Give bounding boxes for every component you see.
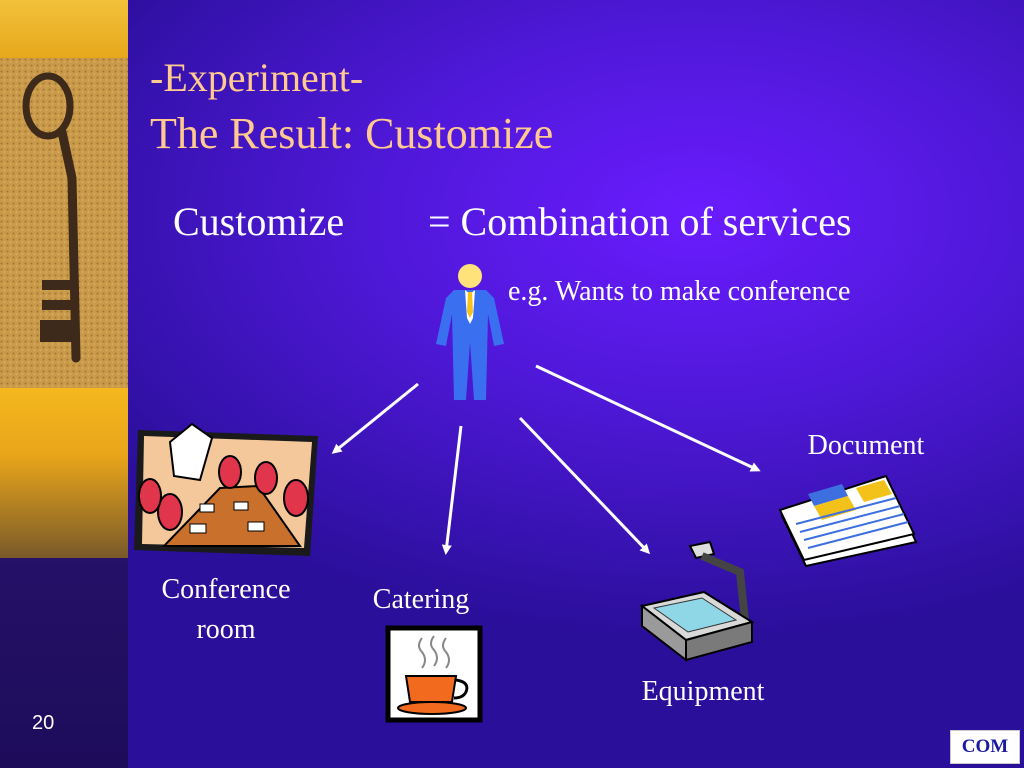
catering-label: Catering — [372, 584, 470, 615]
conference-room-label-line2: room — [196, 614, 256, 645]
conference-room-label: Conference room — [144, 570, 308, 650]
arrow-to-conference-room — [331, 382, 419, 454]
arrow-to-document — [535, 364, 761, 472]
conference-room-icon — [134, 422, 318, 556]
slide-title-line1: -Experiment- — [150, 55, 364, 100]
document-stack-icon — [778, 474, 918, 568]
arrow-to-equipment — [518, 416, 651, 555]
overhead-projector-icon — [639, 540, 755, 663]
conference-room-label-line1: Conference — [161, 574, 291, 605]
equipment-label: Equipment — [641, 676, 765, 707]
equation-left-term: Customize — [173, 199, 345, 244]
coffee-cup-icon — [385, 625, 483, 723]
example-text: e.g. Wants to make conference — [508, 276, 851, 307]
equation-right-term: = Combination of services — [428, 199, 852, 244]
key-photo — [0, 58, 128, 388]
com-logo: COM — [950, 730, 1020, 764]
page-number: 20 — [32, 712, 55, 734]
slide-title-line2: The Result: Customize — [150, 109, 554, 158]
document-label: Document — [807, 430, 925, 461]
arrow-to-catering — [441, 425, 463, 555]
businessman-icon — [436, 264, 504, 400]
sidebar-gold-band-middle — [0, 388, 128, 558]
sidebar-gold-band-top — [0, 0, 128, 58]
